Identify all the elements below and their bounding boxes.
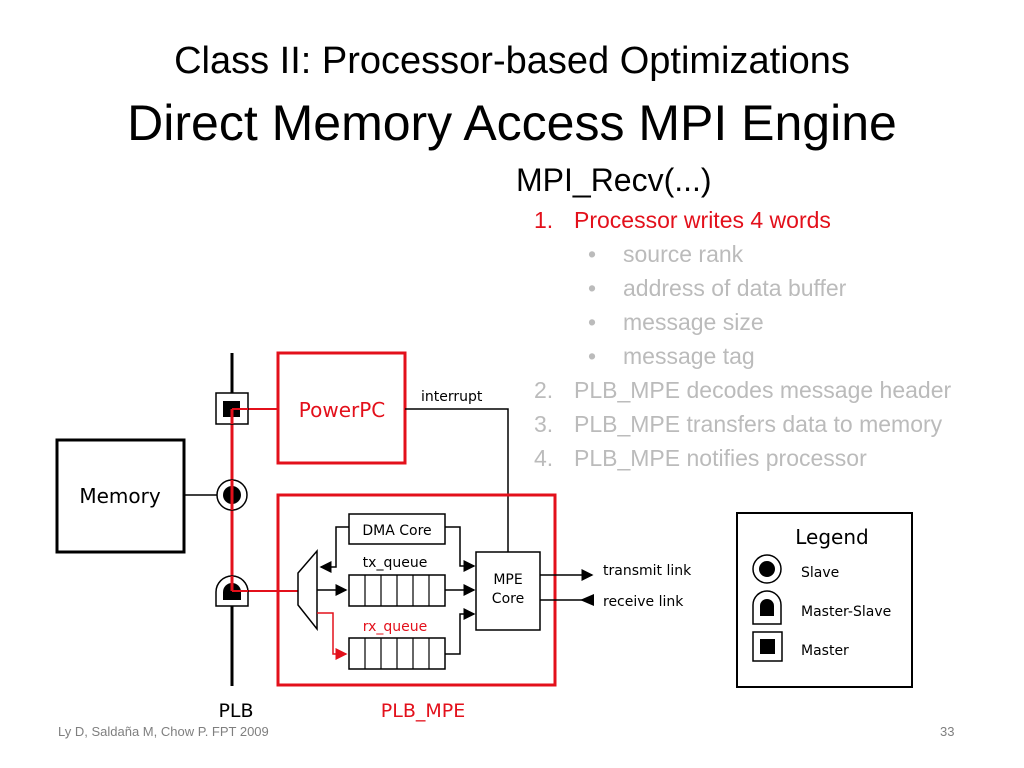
subitem-text: message tag <box>623 343 755 369</box>
legend-master-slave-label: Master-Slave <box>801 604 891 620</box>
legend-master-slave-icon <box>752 590 782 625</box>
subitem-text: message size <box>623 309 764 335</box>
legend: Legend Slave Master-Slave Master <box>736 512 913 688</box>
step-text: Processor writes 4 words <box>574 207 831 233</box>
legend-slave-icon <box>752 554 782 584</box>
plb-label: PLB <box>218 700 253 722</box>
dma-core-label: DMA Core <box>362 523 431 539</box>
step-1: 1. Processor writes 4 words <box>516 203 831 237</box>
mpe-core-label-line2: Core <box>492 591 524 607</box>
dma-core-block: DMA Core <box>348 513 446 545</box>
subitem: • source rank <box>516 237 743 271</box>
master-slave-connector-icon <box>215 575 249 607</box>
steps-list: MPI_Recv(...) 1. Processor writes 4 word… <box>516 162 951 475</box>
step-number: 4. <box>534 445 554 471</box>
subitem-text: source rank <box>623 241 744 267</box>
step-2: 2. PLB_MPE decodes message header <box>516 373 951 407</box>
legend-master-label: Master <box>801 643 849 659</box>
rx-to-mpe-arrow <box>445 608 476 655</box>
function-name: MPI_Recv(...) <box>516 162 712 198</box>
interrupt-line <box>405 408 509 552</box>
rx-queue <box>348 637 446 670</box>
bullet-icon: • <box>588 275 597 301</box>
mpe-core-label-line1: MPE <box>493 572 522 588</box>
powerpc-label: PowerPC <box>299 398 386 422</box>
interrupt-label: interrupt <box>421 389 483 405</box>
plb-mpe-label: PLB_MPE <box>381 700 465 722</box>
dma-to-mpe-arrow <box>445 526 476 572</box>
step-text: PLB_MPE decodes message header <box>574 377 952 403</box>
subitem: • message size <box>516 305 764 339</box>
legend-master-icon <box>752 631 783 662</box>
mux-to-rx-arrow <box>317 612 348 660</box>
bullet-icon: • <box>588 241 597 267</box>
step-text: PLB_MPE transfers data to memory <box>574 411 943 437</box>
slide-title-line2: Direct Memory Access MPI Engine <box>127 95 897 151</box>
slave-connector-icon <box>216 479 248 511</box>
step-4: 4. PLB_MPE notifies processor <box>516 441 867 475</box>
step-number: 2. <box>534 377 554 403</box>
memory-label: Memory <box>79 484 161 508</box>
mpe-core-block: MPE Core <box>475 551 541 631</box>
plb-mpe-block <box>276 493 557 687</box>
memory-block: Memory <box>55 438 186 554</box>
receive-link-label: receive link <box>603 594 684 610</box>
mux-icon <box>297 548 318 632</box>
slide-title-line1: Class II: Processor-based Optimizations <box>174 40 850 82</box>
rx-queue-label: rx_queue <box>363 619 428 635</box>
footer-citation: Ly D, Saldaña M, Chow P. FPT 2009 <box>58 724 269 739</box>
step-number: 1. <box>534 207 554 233</box>
tx-queue <box>348 574 446 607</box>
powerpc-block: PowerPC <box>276 351 407 465</box>
step-3: 3. PLB_MPE transfers data to memory <box>516 407 942 441</box>
tx-queue-label: tx_queue <box>363 555 428 571</box>
master-connector-icon <box>215 392 249 425</box>
receive-link-arrowhead-icon <box>580 594 594 606</box>
step-number: 3. <box>534 411 554 437</box>
bullet-icon: • <box>588 309 597 335</box>
transmit-link-label: transmit link <box>603 563 692 579</box>
legend-slave-label: Slave <box>801 565 839 581</box>
subitem: • message tag <box>516 339 755 373</box>
page-number: 33 <box>940 724 955 739</box>
subitem: • address of data buffer <box>516 271 846 305</box>
legend-title: Legend <box>795 525 868 549</box>
subitem-text: address of data buffer <box>623 275 847 301</box>
step-text: PLB_MPE notifies processor <box>574 445 867 471</box>
bullet-icon: • <box>588 343 597 369</box>
dma-to-mux-arrow <box>319 526 349 573</box>
